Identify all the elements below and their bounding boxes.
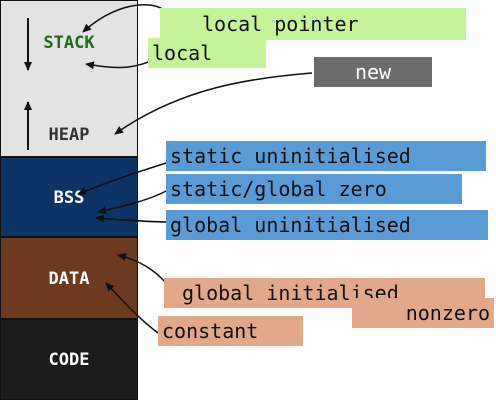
new-arrow [114, 72, 313, 135]
static-global-zero-tag: static/global zero [166, 174, 462, 204]
nonzero-tag: nonzero [352, 298, 494, 328]
local-tag: local [148, 38, 266, 68]
heap-label: HEAP [48, 125, 90, 145]
constant-tag: constant [158, 316, 303, 346]
data-label: DATA [48, 269, 90, 289]
global-uninitialised-tag: global uninitialised [166, 210, 488, 240]
code-label: CODE [48, 350, 90, 370]
new-tag: new [314, 57, 432, 87]
stack-label: STACK [43, 33, 95, 53]
local-pointer-tag: local pointer [160, 8, 466, 40]
bss-label: BSS [53, 188, 85, 208]
static-uninitialised-tag: static uninitialised [166, 141, 486, 171]
